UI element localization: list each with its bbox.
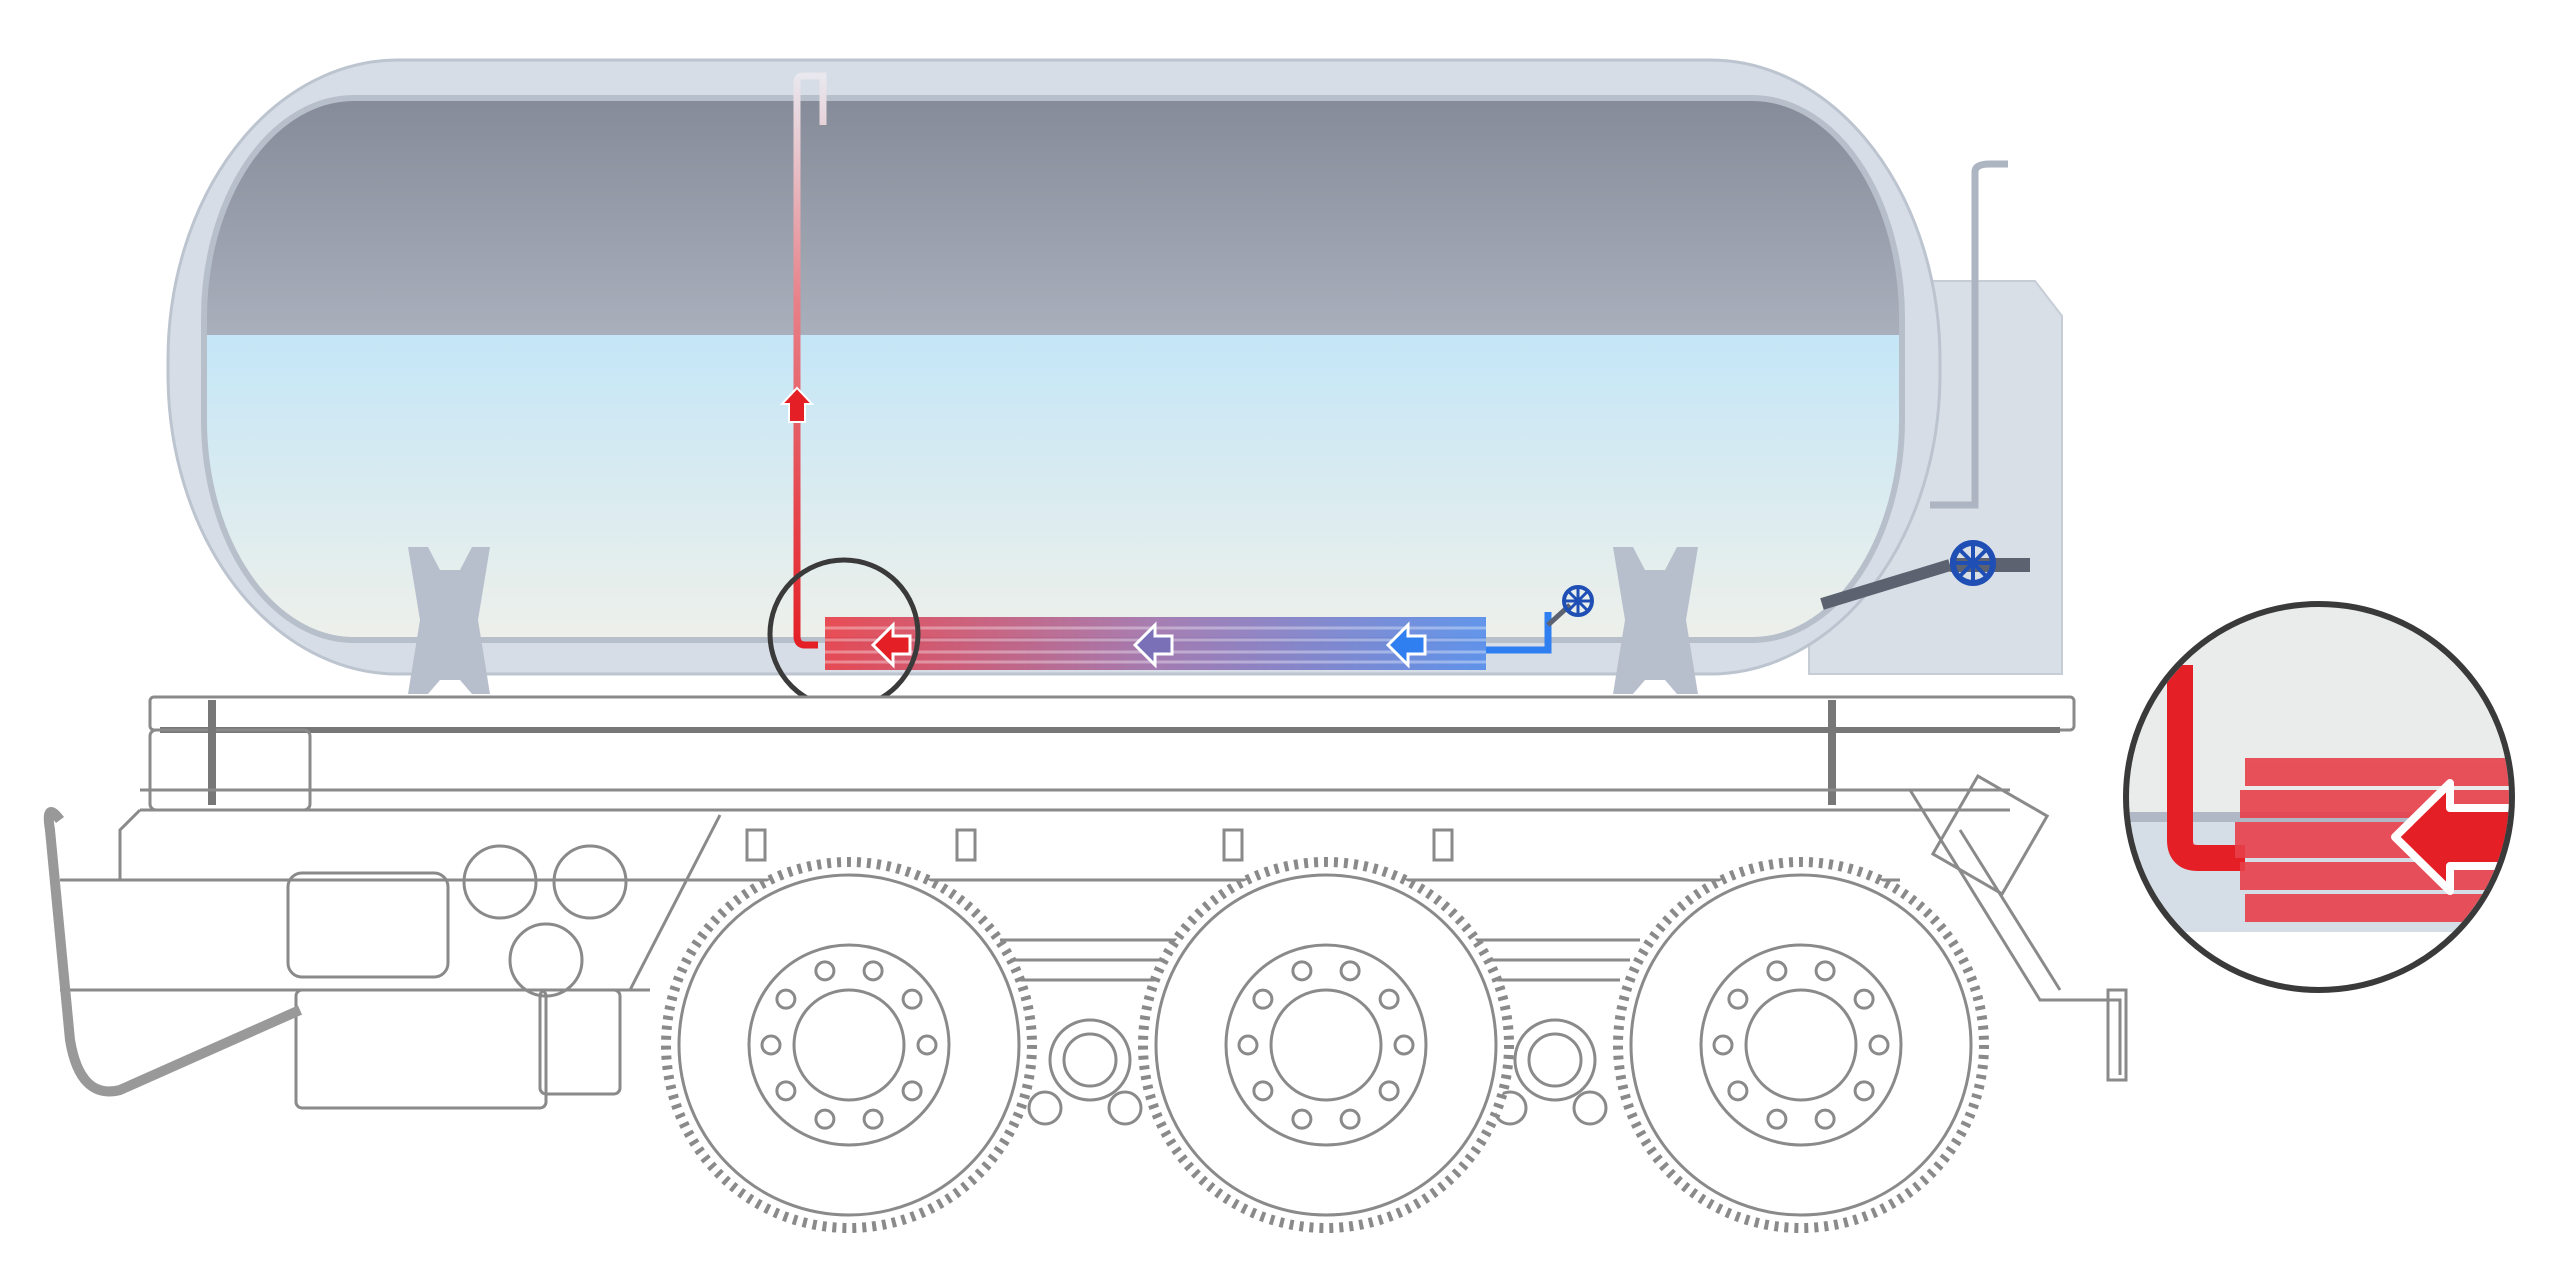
lug-nut: [1291, 960, 1313, 982]
lug-nut: [1853, 1080, 1875, 1102]
lug-nut: [1766, 1108, 1788, 1130]
lug-nut: [1814, 960, 1836, 982]
flow-arrow-cold-icon: [1385, 621, 1427, 669]
lug-nut: [1766, 960, 1788, 982]
lug-nut: [1814, 1108, 1836, 1130]
lug-nut: [1393, 1034, 1415, 1056]
lug-nut: [1727, 988, 1749, 1010]
flow-arrow-mid-icon: [1132, 621, 1174, 669]
lug-nut: [901, 1080, 923, 1102]
leaf-springs: [1000, 938, 1640, 1126]
lug-nut: [901, 988, 923, 1010]
saddle-right: [1613, 547, 1698, 694]
lug-nut: [1712, 1034, 1734, 1056]
lug-nut: [1339, 960, 1361, 982]
wheel-3: [1613, 857, 1989, 1233]
lug-nut: [1378, 1080, 1400, 1102]
magnified-detail: [2123, 601, 2515, 993]
lug-nut: [1237, 1034, 1259, 1056]
lug-nut: [814, 960, 836, 982]
magnifier-circle: [2123, 601, 2515, 993]
wheel-1: [661, 857, 1037, 1233]
lug-nut: [814, 1108, 836, 1130]
lug-nut: [775, 1080, 797, 1102]
lug-nut: [1868, 1034, 1890, 1056]
wheels: [661, 857, 1989, 1233]
vapor-space: [204, 98, 1902, 335]
lug-nut: [1853, 988, 1875, 1010]
lug-nut: [862, 1108, 884, 1130]
wheel-2: [1138, 857, 1514, 1233]
lug-nut: [1378, 988, 1400, 1010]
lug-nut: [775, 988, 797, 1010]
heating-system: [767, 72, 1594, 711]
flow-arrow-hot-icon: [870, 621, 912, 669]
liquid-cargo: [204, 335, 1902, 640]
saddle-left: [408, 547, 490, 694]
lug-nut: [862, 960, 884, 982]
lug-nut: [916, 1034, 938, 1056]
flow-up-arrow-icon: [779, 386, 815, 423]
lug-nut: [760, 1034, 782, 1056]
chassis: [43, 695, 2128, 1126]
outlet-valve: [1820, 540, 2030, 610]
inlet-valve-icon: [1562, 585, 1594, 617]
lug-nut: [1727, 1080, 1749, 1102]
lug-nut: [1252, 1080, 1274, 1102]
wheel-lug-nuts: [760, 960, 1890, 1130]
lug-nut: [1339, 1108, 1361, 1130]
lug-nut: [1252, 988, 1274, 1010]
steam-riser-pipe: [793, 72, 827, 649]
lug-nut: [1291, 1108, 1313, 1130]
tank: [166, 58, 1942, 676]
